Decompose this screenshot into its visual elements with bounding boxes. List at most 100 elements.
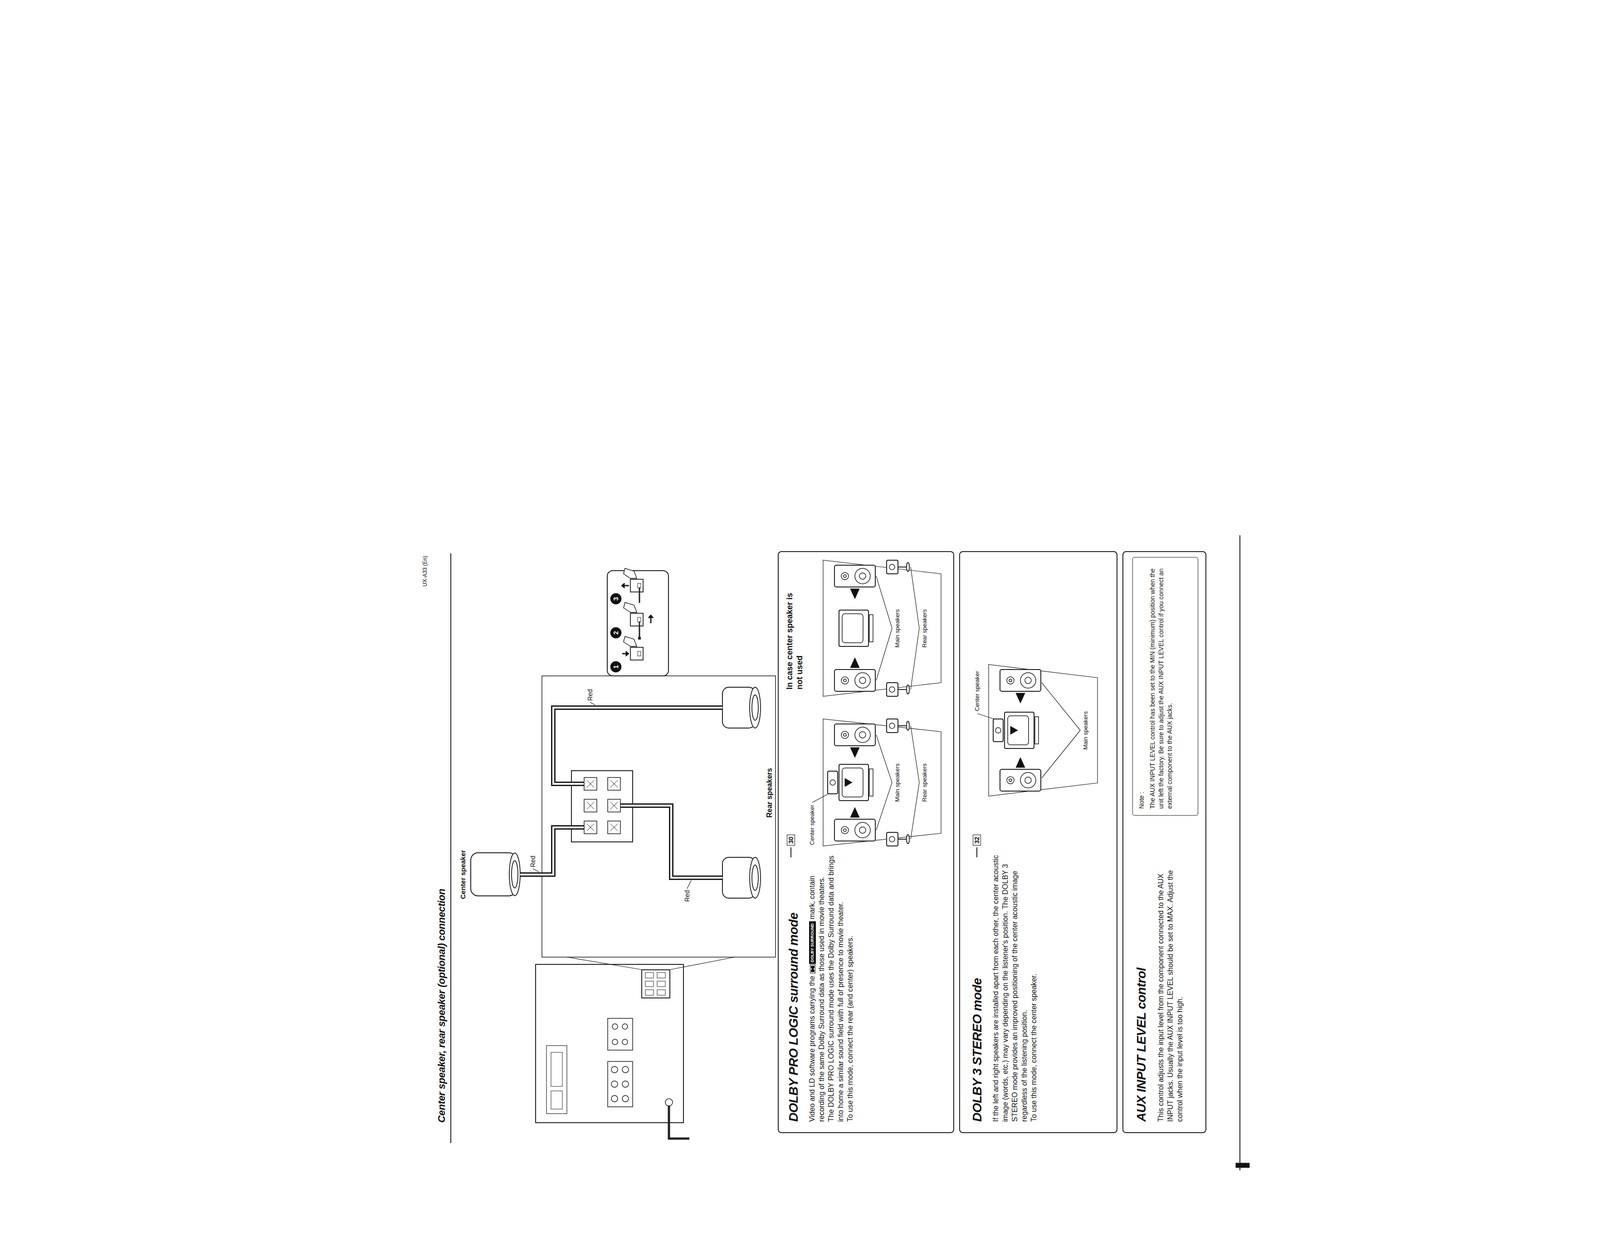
binding-mark xyxy=(1235,1162,1250,1168)
connection-panel xyxy=(541,675,776,957)
speaker-stand xyxy=(897,688,908,690)
main-speaker xyxy=(834,565,876,587)
power-cord xyxy=(668,1102,690,1139)
tweeter-center xyxy=(843,678,847,682)
leader-line xyxy=(532,868,539,872)
terminal-mark xyxy=(610,823,618,831)
woofer xyxy=(854,568,871,584)
stand-base xyxy=(906,834,910,844)
wire-end xyxy=(638,636,641,640)
leader-line xyxy=(1041,730,1081,778)
tweeter xyxy=(1006,776,1015,784)
paragraph: To use this mode, connect the center spe… xyxy=(1029,840,1039,1122)
terminal-lever xyxy=(630,613,644,626)
callout-line xyxy=(566,956,644,970)
terminal-lever xyxy=(630,579,644,592)
dolby-double-d-symbol xyxy=(809,964,816,974)
steps-box xyxy=(607,570,669,676)
terminal-mark xyxy=(610,780,618,788)
part-name: Center speaker xyxy=(973,669,982,713)
speaker-stand xyxy=(897,838,908,840)
terminal-screw xyxy=(612,1023,618,1030)
terminal-mark xyxy=(586,780,595,788)
leader-line xyxy=(687,880,692,889)
section-box: AUX INPUT LEVEL controlThis control adju… xyxy=(1122,551,1207,1133)
tweeter xyxy=(841,676,849,684)
part-name: Center speaker xyxy=(458,849,468,899)
label-plate xyxy=(546,1045,567,1114)
terminal-mark xyxy=(586,801,595,810)
wire-color: Red xyxy=(585,688,595,701)
tv-stand xyxy=(1034,716,1039,744)
part-name: Main speakers xyxy=(893,762,902,803)
body-text: Video and LD software programs carrying … xyxy=(808,975,816,1122)
woofer-center xyxy=(1024,776,1032,784)
rear-speaker xyxy=(886,682,898,697)
figure-heading: In case center speaker is not used xyxy=(784,585,805,690)
sound-arrow xyxy=(844,778,853,787)
body-text: If the left and right speakers are insta… xyxy=(990,840,1039,1122)
binding-line xyxy=(1239,535,1241,1171)
input-jacks xyxy=(607,1061,633,1107)
title-rule xyxy=(450,553,452,1143)
tweeter xyxy=(841,826,849,834)
antenna-terminal xyxy=(607,1018,633,1050)
woofer xyxy=(854,822,871,838)
terminal-screw xyxy=(622,1039,628,1045)
terminal-mark xyxy=(610,780,618,788)
driver xyxy=(889,722,895,729)
room-outline xyxy=(988,664,1098,796)
terminal xyxy=(645,989,654,996)
leader-line xyxy=(876,734,893,783)
leader-line xyxy=(876,628,893,681)
jack xyxy=(622,1095,629,1102)
part-name: Main speakers xyxy=(1081,710,1090,751)
callout-number: 3 xyxy=(612,594,620,604)
leader-line xyxy=(910,566,920,629)
arrow-head xyxy=(625,650,630,657)
main-speaker xyxy=(834,723,876,746)
tweeter-center xyxy=(843,733,847,737)
driver xyxy=(889,836,895,842)
body-text: The AUX INPUT LEVEL control has been set… xyxy=(1148,563,1175,809)
terminal-hole xyxy=(637,583,641,588)
jack xyxy=(611,1066,618,1073)
stand-base xyxy=(906,721,910,731)
symbol-d xyxy=(810,965,815,969)
tv-stand xyxy=(869,768,874,796)
section-heading: DOLBY PRO LOGIC surround mode xyxy=(786,912,801,1122)
terminal-mark xyxy=(586,801,595,810)
connection-illustration xyxy=(470,568,776,1139)
jack xyxy=(622,1080,629,1088)
speaker-wire xyxy=(520,827,585,875)
rear-speaker xyxy=(886,832,898,846)
symbol-d xyxy=(810,968,815,972)
listening-room-figure xyxy=(988,664,1098,796)
speaker-wire-core xyxy=(553,707,723,784)
woofer-center xyxy=(859,731,866,738)
sound-arrow xyxy=(1015,692,1025,703)
step-number-disc xyxy=(610,661,622,673)
driver xyxy=(829,779,836,786)
cord-entry xyxy=(665,1098,673,1106)
speaker-wire xyxy=(553,707,723,784)
terminal xyxy=(657,972,666,978)
speaker-front-inner xyxy=(751,864,759,891)
finger xyxy=(623,568,637,579)
finger xyxy=(623,636,637,647)
terminal-hole xyxy=(637,617,641,622)
driver xyxy=(889,686,895,693)
tweeter xyxy=(1006,676,1015,684)
paragraph: Video and LD software programs carrying … xyxy=(807,849,827,1122)
tweeter xyxy=(841,731,849,739)
tweeter xyxy=(841,572,849,580)
woofer-center xyxy=(859,572,866,580)
tv-screen xyxy=(842,767,864,797)
sound-arrow xyxy=(850,588,860,599)
finger xyxy=(623,602,637,613)
speaker-wire-core xyxy=(620,805,723,878)
arrow-shaft xyxy=(650,617,652,624)
leader-line xyxy=(1041,682,1081,731)
unit-speaker-terminal xyxy=(641,969,670,998)
speaker-stand xyxy=(897,725,908,727)
